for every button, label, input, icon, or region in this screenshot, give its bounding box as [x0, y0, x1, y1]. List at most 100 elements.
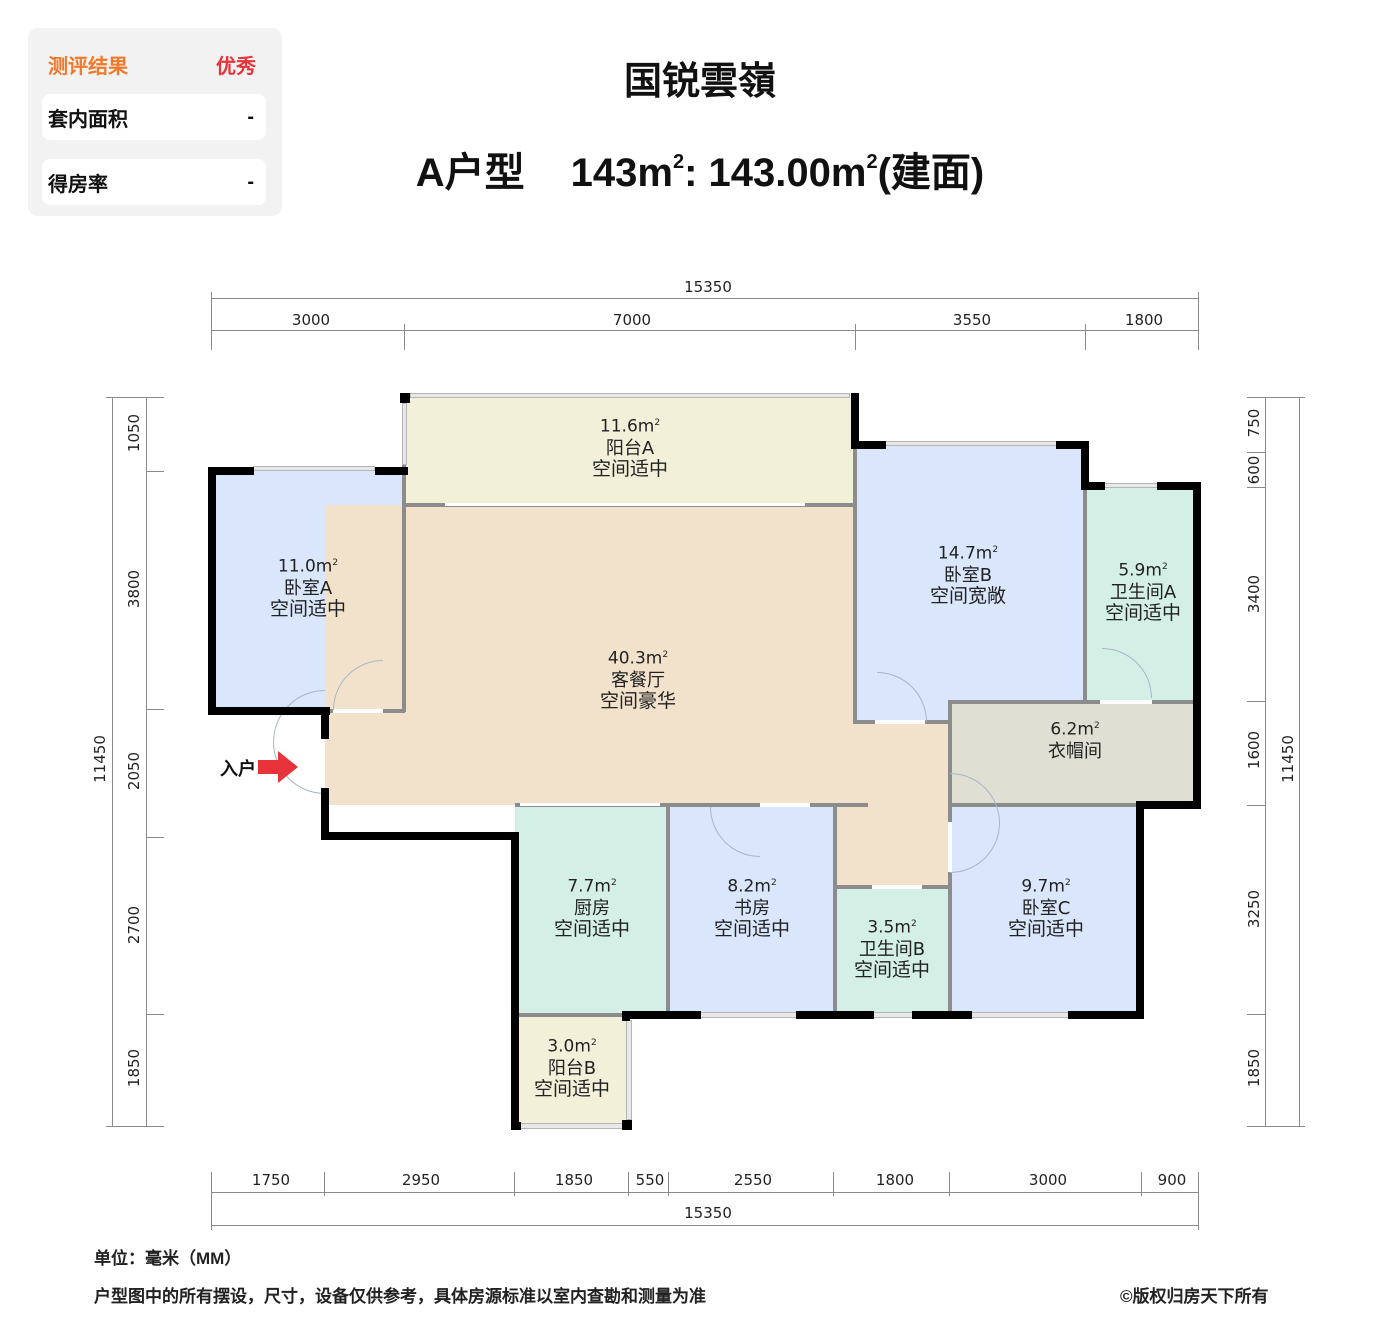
dim-tick [1247, 397, 1305, 398]
superscript: 2 [654, 418, 661, 428]
interior-wall [1083, 485, 1087, 702]
dim-tick [1247, 1014, 1265, 1015]
exterior-wall [796, 1011, 874, 1019]
efficiency-value: - [247, 170, 254, 193]
area: 40.3m [607, 648, 663, 669]
area: 5.9m [1118, 560, 1162, 581]
room-balcony-b[interactable] [515, 1015, 628, 1127]
exterior-wall [1193, 482, 1201, 809]
dim-top-2: 3550 [952, 311, 992, 329]
label-closet: 6.2m2 衣帽间 [1015, 716, 1135, 762]
dim-tick [146, 837, 164, 838]
dim-tick [404, 324, 405, 350]
interior-wall [948, 700, 1197, 704]
room-bath-b[interactable] [835, 887, 950, 1015]
label-bath-a: 5.9m2 卫生间A 空间适中 [1083, 557, 1203, 624]
dim-bottom-1: 2950 [401, 1171, 441, 1189]
exterior-wall [1136, 801, 1144, 1019]
dim-bottom-6: 3000 [1028, 1171, 1068, 1189]
window [883, 441, 1058, 446]
room-name: 阳台B [547, 1057, 597, 1079]
dim-right-total: 11450 [1279, 735, 1297, 783]
exterior-wall [375, 467, 408, 475]
dim-tick [1247, 701, 1265, 702]
evaluation-header: 测评结果 优秀 [48, 50, 256, 79]
dim-tick [668, 1172, 669, 1196]
dim-left-0: 1050 [125, 413, 143, 453]
exterior-wall [622, 1011, 630, 1021]
room-rating: 空间适中 [553, 917, 630, 940]
area: 9.7m [1021, 876, 1065, 897]
dim-line [146, 397, 147, 1127]
dim-right-1: 600 [1245, 455, 1263, 485]
evaluation-label: 测评结果 [48, 56, 128, 78]
exterior-wall [321, 832, 519, 840]
dim-bottom-2: 1850 [554, 1171, 594, 1189]
dim-tick [211, 1172, 212, 1230]
project-title: 国锐雲嶺 [623, 61, 776, 103]
room-rating: 空间适中 [1007, 917, 1084, 940]
label-bath-b: 3.5m2 卫生间B 空间适中 [832, 914, 952, 981]
label-kitchen: 7.7m2 厨房 空间适中 [532, 873, 652, 940]
room-rating: 空间宽敞 [929, 584, 1006, 607]
dim-bottom-4: 2550 [733, 1171, 773, 1189]
dim-line [211, 298, 1199, 299]
superscript: 2 [770, 878, 777, 888]
window [410, 393, 850, 398]
room-name: 卧室A [283, 577, 333, 599]
inner-area-value: - [247, 105, 254, 128]
room-name: 卧室C [1021, 897, 1071, 919]
dim-tick [146, 471, 164, 472]
superscript: 2 [910, 919, 917, 929]
room-living[interactable] [325, 505, 950, 805]
dim-tick [324, 1172, 325, 1196]
dim-tick [628, 1172, 629, 1196]
dim-bottom-3: 550 [635, 1171, 665, 1189]
area: 6.2m [1050, 719, 1094, 740]
dim-tick [1141, 1172, 1142, 1196]
area: 11.0m [277, 556, 333, 577]
dim-line [1265, 397, 1266, 1127]
unit-note: 单位：毫米（MM） [94, 1249, 242, 1268]
door-opening [1100, 700, 1152, 704]
exterior-wall [321, 788, 329, 840]
dim-line [211, 1192, 1199, 1193]
room-rating: 空间适中 [591, 457, 668, 480]
exterior-wall [851, 441, 886, 449]
area: 11.6m [599, 416, 655, 437]
exterior-wall [626, 1011, 701, 1019]
room-rating: 空间豪华 [599, 689, 676, 712]
superscript: 2 [1064, 878, 1071, 888]
dim-top-3: 1800 [1124, 311, 1164, 329]
room-name: 卫生间A [1109, 581, 1177, 603]
superscript: 2 [332, 558, 339, 568]
evaluation-card: 测评结果 优秀 套内面积 - 得房率 - [28, 28, 282, 216]
dim-tick [146, 709, 164, 710]
area: 8.2m [727, 876, 771, 897]
label-bedroom-a: 11.0m2 卧室A 空间适中 [248, 553, 368, 620]
dim-tick [1247, 1126, 1305, 1127]
interior-wall [402, 397, 406, 712]
entry-arrow-icon [258, 751, 298, 783]
superscript: 2 [590, 1038, 597, 1048]
room-rating: 空间适中 [713, 917, 790, 940]
room-balcony-a[interactable] [404, 397, 855, 505]
interior-wall [833, 805, 837, 1015]
exterior-wall [321, 707, 329, 739]
door-opening [333, 709, 383, 713]
building-area: 143.00m [708, 151, 867, 195]
dim-tick [833, 1172, 834, 1196]
area: 3.0m [547, 1036, 591, 1057]
dim-tick [949, 1172, 950, 1196]
dim-top-total: 15350 [684, 278, 732, 296]
dim-tick [1247, 452, 1265, 453]
window [520, 1123, 625, 1129]
room-name: 厨房 [574, 897, 610, 919]
room-name: 书房 [734, 897, 770, 919]
room-kitchen[interactable] [515, 805, 668, 1015]
dim-line [211, 1225, 1199, 1226]
dim-line [112, 397, 113, 1127]
dim-bottom-0: 1750 [251, 1171, 291, 1189]
room-closet[interactable] [950, 700, 1197, 805]
dim-left-1: 3800 [125, 569, 143, 609]
